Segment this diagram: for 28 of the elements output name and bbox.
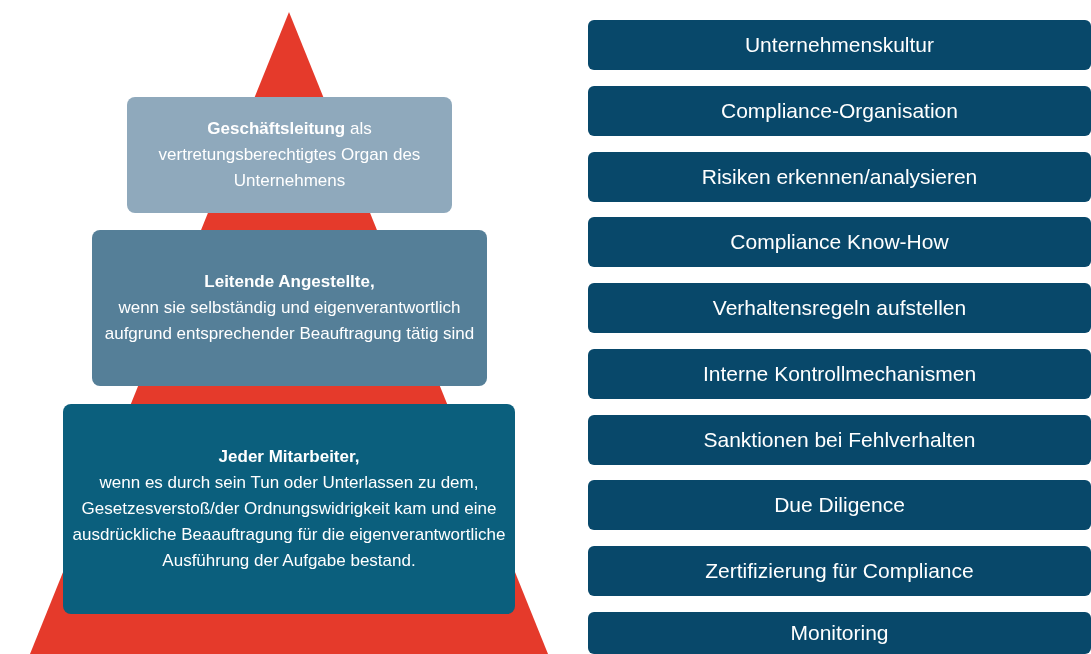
level-heading: Leitende Angestellte, — [204, 271, 375, 293]
level-description: wenn es durch sein Tun oder Unterlassen zu dem, Gesetzesverstoß/der Ordnungswidrigkeit kam und eine ausdrückliche Beaauftragung für die eigenverantwortliche Ausführung der Aufgabe bestand. — [71, 472, 507, 572]
topic-bar — [588, 480, 1091, 530]
level-description: wenn sie selbständig und eigenverantwortlich aufgrund entsprechender Beauftragung tätig sind — [103, 297, 476, 345]
topic-bar — [588, 415, 1091, 465]
topic-bar — [588, 152, 1091, 202]
level-box — [127, 97, 452, 213]
topic-bar — [588, 546, 1091, 596]
topic-label: Compliance-Organisation — [721, 99, 958, 123]
topic-label: Interne Kontrollmechanismen — [702, 362, 977, 386]
topic-label: Unternehmenskultur — [744, 33, 935, 57]
topic-label: Due Diligence — [774, 493, 905, 517]
topic-bar — [588, 86, 1091, 136]
topic-label: Compliance Know-How — [730, 230, 949, 254]
topic-bar — [588, 349, 1091, 399]
topic-bar — [588, 283, 1091, 333]
level-description: Geschäftsleitung als vertretungsberechtigtes Organ des Unternehmens — [157, 118, 422, 192]
topic-label: Sanktionen bei Fehlverhalten — [703, 428, 976, 452]
topic-label: Verhaltensregeln aufstellen — [712, 296, 967, 320]
topic-bar — [588, 612, 1091, 654]
level-box — [92, 230, 487, 386]
topic-label: Zertifizierung für Compliance — [705, 559, 974, 583]
topic-label: Monitoring — [790, 621, 889, 645]
topic-bar — [588, 217, 1091, 267]
level-heading: Jeder Mitarbeiter, — [218, 446, 360, 468]
level-box — [63, 404, 515, 614]
topic-bar — [588, 20, 1091, 70]
topic-label: Risiken erkennen/analysieren — [701, 165, 978, 189]
